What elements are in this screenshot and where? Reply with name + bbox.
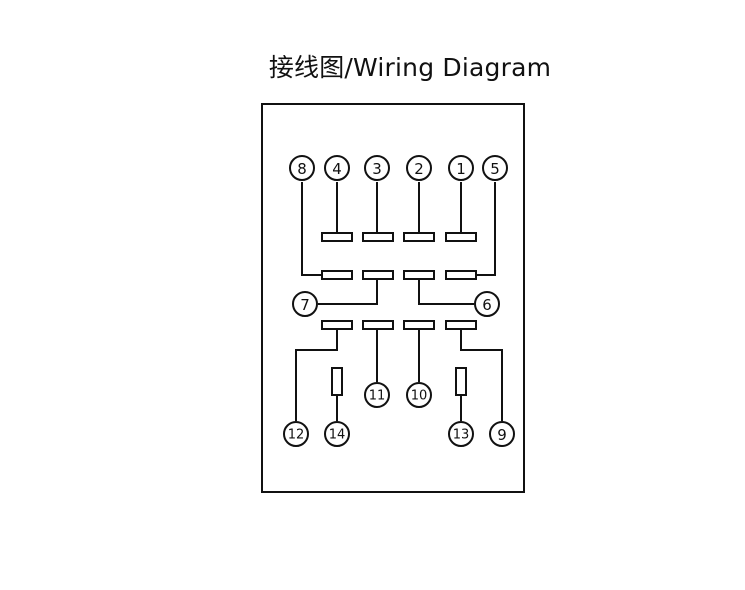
terminal-label-12: 12 [288,428,305,443]
terminal-label-3: 3 [372,160,382,178]
terminal-10 [406,382,432,408]
contact-pad [445,232,477,242]
terminal-label-6: 6 [482,296,492,314]
contact-pad [403,270,435,280]
contact-pad [403,320,435,330]
wire-9 [460,328,503,421]
wire-5 [477,182,496,276]
terminal-9 [489,421,515,447]
terminal-4 [324,155,350,181]
coil-right [455,367,467,396]
wire-8 [301,182,322,276]
contact-pad [321,320,353,330]
terminal-label-11: 11 [369,389,386,404]
contact-pad [321,232,353,242]
terminal-label-1: 1 [456,160,466,178]
contact-pad [445,320,477,330]
terminal-1 [448,155,474,181]
wire-6 [418,278,474,305]
terminal-label-4: 4 [332,160,342,178]
relay-housing [261,103,525,493]
terminal-13 [448,421,474,447]
diagram-title: 接线图/Wiring Diagram [268,53,552,82]
terminal-12 [283,421,309,447]
contact-pad [321,270,353,280]
terminal-11 [364,382,390,408]
contact-pad [445,270,477,280]
contact-pad [403,232,435,242]
contact-pad [362,270,394,280]
contact-pad [362,320,394,330]
terminal-label-14: 14 [329,428,346,443]
terminal-label-2: 2 [414,160,424,178]
terminal-label-9: 9 [497,426,507,444]
terminal-5 [482,155,508,181]
terminal-label-10: 10 [411,389,428,404]
terminal-8 [289,155,315,181]
terminal-14 [324,421,350,447]
terminal-6 [474,291,500,317]
coil-left [331,367,343,396]
contact-pad [362,232,394,242]
terminal-label-7: 7 [300,296,310,314]
terminal-label-5: 5 [490,160,500,178]
terminal-label-8: 8 [297,160,307,178]
terminal-7 [292,291,318,317]
wire-7 [318,278,378,305]
terminal-3 [364,155,390,181]
wire-12 [295,328,338,421]
terminal-label-13: 13 [453,428,470,443]
terminal-2 [406,155,432,181]
